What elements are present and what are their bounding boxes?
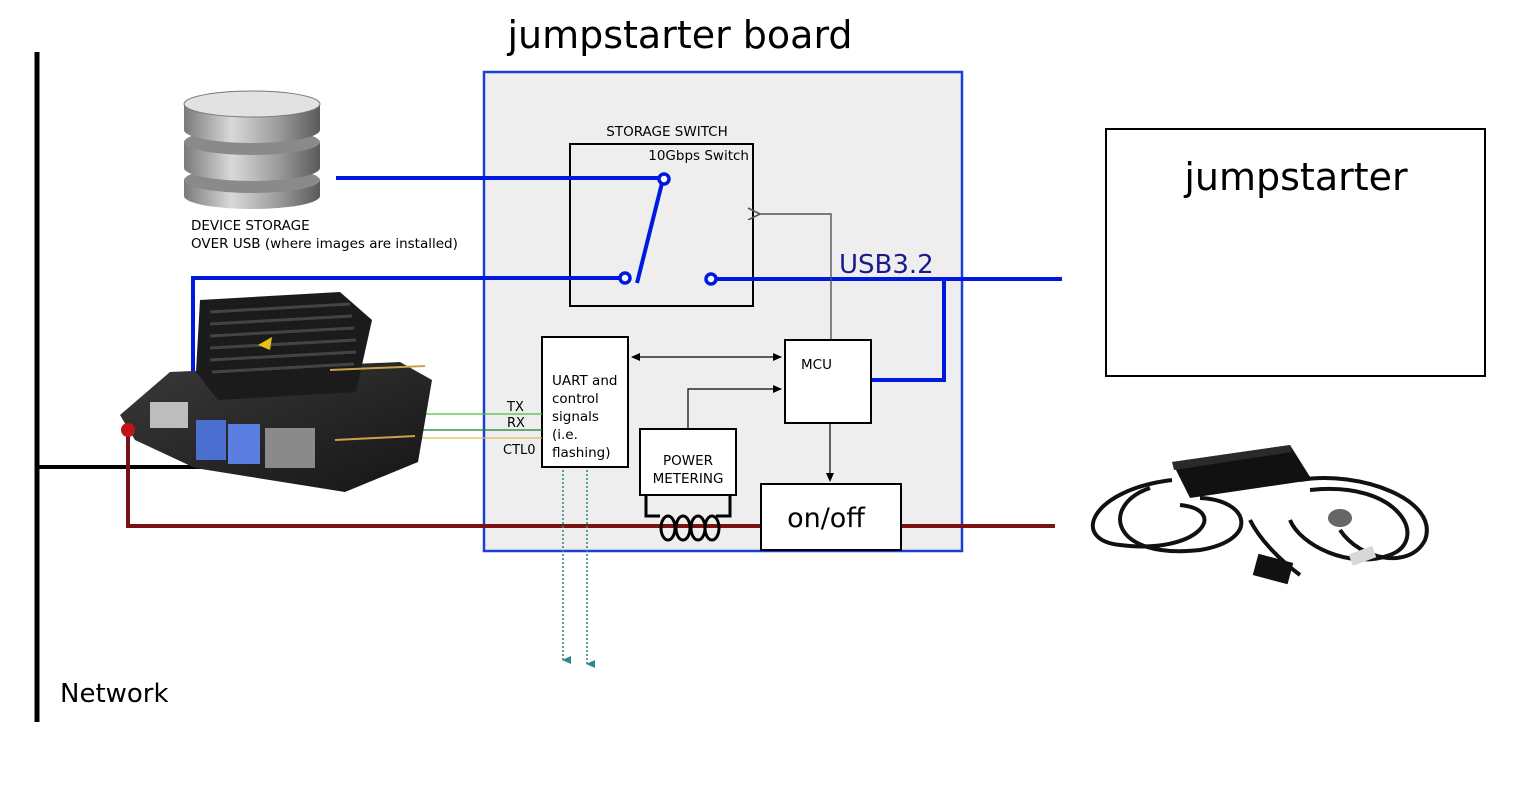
uart-line: control [552,391,599,407]
mcu-box [784,339,872,424]
uart-box [541,336,629,468]
usb-mcu-wire [871,279,946,382]
mcu-label: MCU [801,357,832,373]
database-icon [183,90,321,209]
uart-line: flashing) [552,445,611,461]
storage-switch-subtitle: 10Gbps Switch [648,148,749,164]
onoff-box [760,483,902,551]
tx-label: TX [506,400,524,415]
device-storage-line1: DEVICE STORAGE [191,218,310,234]
power-line [126,430,1055,528]
switch-contact-top [657,172,671,186]
jumpstarter-host-label: jumpstarter [1183,155,1408,199]
storage-switch-title: STORAGE SWITCH [606,124,728,140]
ctl0-label: CTL0 [503,443,536,458]
onoff-label: on/off [787,503,866,534]
power-metering-line2: METERING [653,471,724,487]
switch-contact-right [704,272,718,286]
device-storage-line2: OVER USB (where images are installed) [191,236,458,252]
mcu-switch-control [758,214,832,340]
switch-contact-left [618,271,632,285]
storage-switch-box [569,143,754,307]
usb-label: USB3.2 [839,250,934,280]
board-title: jumpstarter board [506,13,852,57]
switch-lever [635,182,664,284]
uart-line: signals [552,409,599,425]
rx-label: RX [507,416,525,431]
uart-label: UART and control signals (i.e. flashing) [552,373,622,461]
jumpstarter-host-box [1105,128,1486,377]
power-metering-line1: POWER [663,453,713,469]
uart-line: (i.e. [552,427,578,443]
coil-icon [644,495,732,542]
power-adapter-icon [1090,445,1429,585]
dev-board-icon [120,292,432,492]
metering-mcu-link [687,385,782,429]
uart-line: UART and [552,373,617,389]
power-metering-box [639,428,737,496]
network-label: Network [60,679,169,709]
